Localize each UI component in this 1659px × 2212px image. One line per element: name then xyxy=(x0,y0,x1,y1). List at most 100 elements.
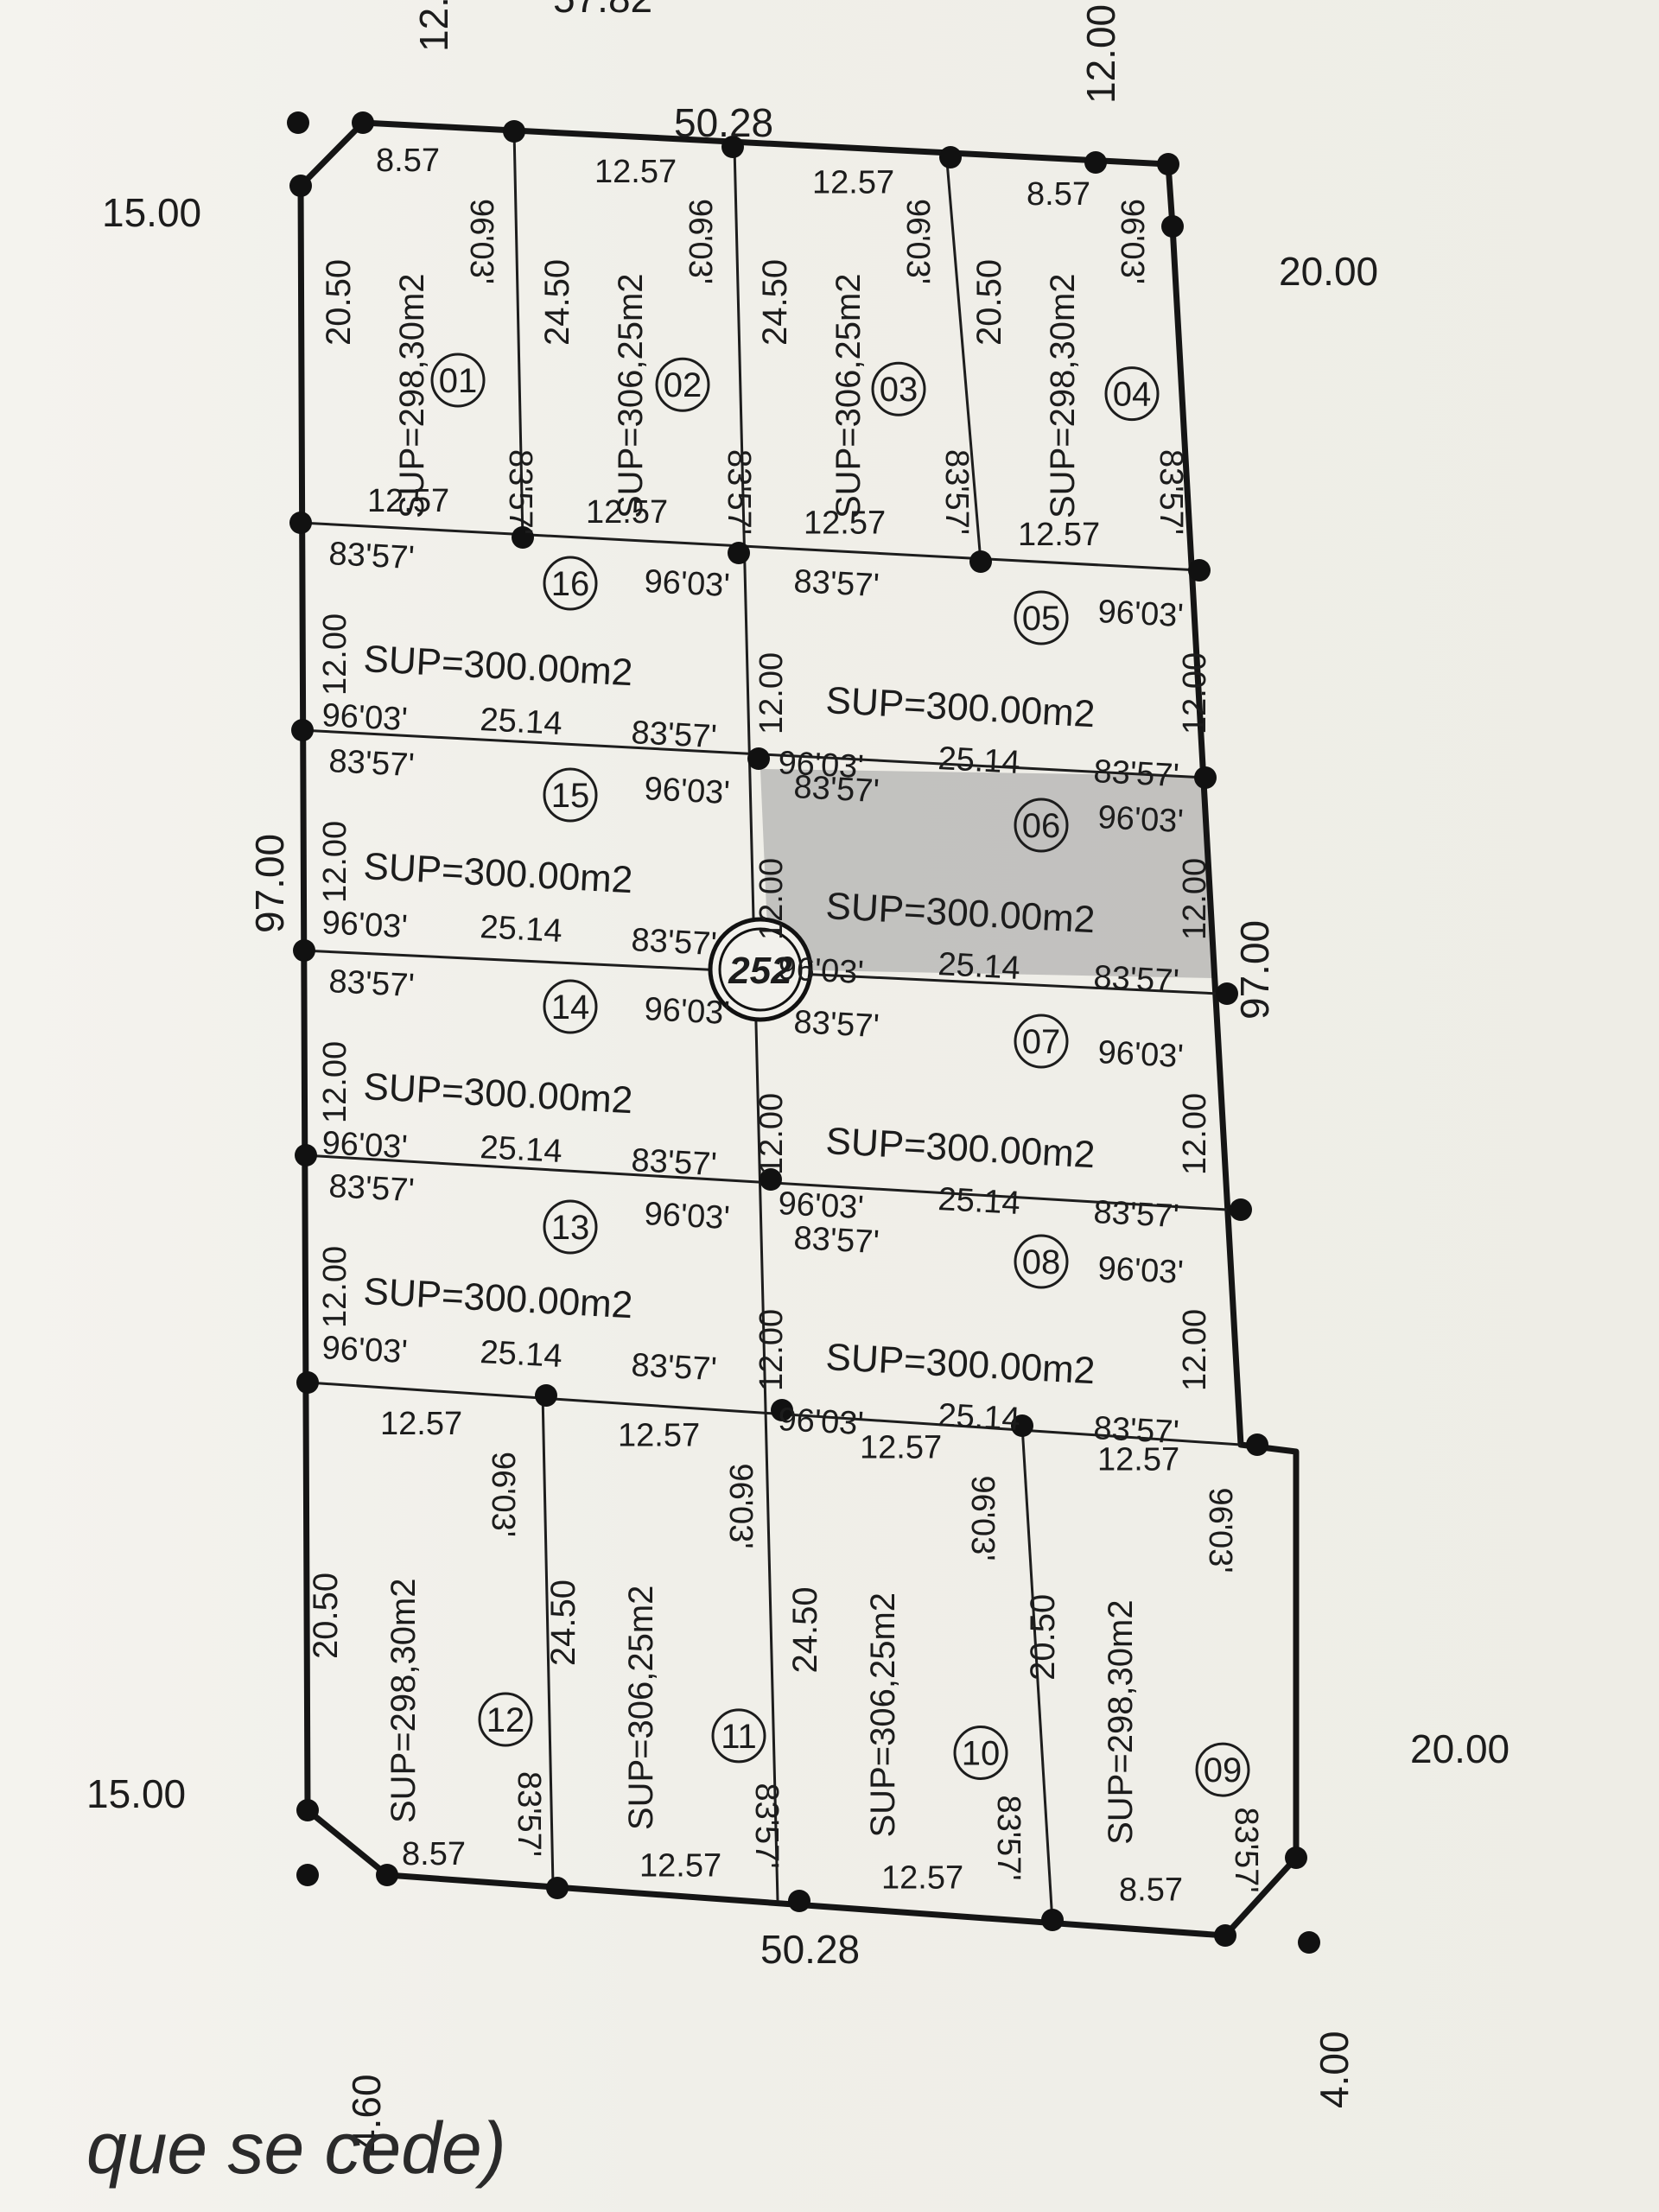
lot-depth: 24.50 xyxy=(538,259,576,346)
bottom-right-offset-label: 4.00 xyxy=(1312,2031,1357,2108)
left-side-label: 97.00 xyxy=(247,834,292,933)
lot-number-13: 13 xyxy=(543,1199,598,1255)
survey-vertex-24 xyxy=(535,1384,557,1407)
lot-angle-b2: 83'57' xyxy=(1093,753,1180,794)
lot-area: SUP=300.00m2 xyxy=(362,1270,633,1326)
survey-vertex-28 xyxy=(296,1799,319,1821)
survey-vertex-9 xyxy=(1161,215,1184,238)
lot-number-circle xyxy=(1014,1234,1069,1289)
lot-top-width: 12.57 xyxy=(1097,1442,1179,1478)
lot-angle-a: 96'03' xyxy=(1114,199,1150,284)
lot-number-05: 05 xyxy=(1014,590,1069,645)
lots-layer: SUP=298,30m220.508.5712.5796'03'83'57'01… xyxy=(307,143,1264,1909)
top-right-margin-label: 12.00 xyxy=(1078,4,1123,104)
lot-length: 25.14 xyxy=(938,1397,1021,1438)
survey-vertex-12 xyxy=(728,542,750,564)
lot-width: 12.00 xyxy=(317,1246,353,1328)
lot-area: SUP=298,30m2 xyxy=(393,273,431,518)
lot-number-text: 01 xyxy=(439,362,478,400)
block-marker: 252 xyxy=(708,917,813,1022)
lot-number-03: 03 xyxy=(871,361,926,416)
lot-angle-a: 96'03' xyxy=(778,745,865,785)
lot-angle-a: 96'03' xyxy=(485,1452,521,1537)
lot-width: 12.00 xyxy=(317,821,353,903)
lot-depth: 24.50 xyxy=(786,1586,824,1673)
lot-area: SUP=298,30m2 xyxy=(1044,273,1082,518)
lot-length: 25.14 xyxy=(938,946,1021,987)
lot-15-labels: SUP=300.00m212.0025.1496'03'83'57'83'57'… xyxy=(317,743,731,963)
lot-length: 25.14 xyxy=(480,1334,563,1375)
lot-number-circle xyxy=(430,353,486,408)
lot-number-text: 07 xyxy=(1022,1023,1061,1061)
lot-top-width: 12.57 xyxy=(594,154,677,190)
lot-angle-a: 96'03' xyxy=(321,1125,409,1166)
left-upper-street-label: 15.00 xyxy=(102,190,201,235)
survey-vertex-25 xyxy=(771,1399,793,1421)
survey-vertex-1 xyxy=(287,111,309,134)
lot-number-circle xyxy=(543,1199,598,1255)
lot-top-width: 8.57 xyxy=(1027,176,1090,213)
lot-angle-b: 83'57' xyxy=(990,1796,1027,1881)
top-partial-label: 57.82 xyxy=(553,0,652,21)
survey-vertex-30 xyxy=(296,1864,319,1886)
lot-width: 12.00 xyxy=(753,858,790,940)
left-lower-street-label: 15.00 xyxy=(86,1771,186,1816)
lot-16-labels: SUP=300.00m212.0025.1496'03'83'57'83'57'… xyxy=(317,536,731,755)
lot-angle-a: 96'03' xyxy=(778,1185,865,1226)
lot-number-text: 04 xyxy=(1113,376,1152,414)
bottom-front-label: 50.28 xyxy=(760,1927,860,1972)
block-number: 252 xyxy=(728,950,792,992)
lot-angle-a2: 96'03' xyxy=(1097,1250,1185,1291)
lot-length: 25.14 xyxy=(480,702,563,742)
lot-number-14: 14 xyxy=(543,979,598,1034)
survey-vertex-35 xyxy=(1285,1847,1307,1869)
lot-angle-b: 83'57' xyxy=(793,563,880,604)
survey-vertex-5 xyxy=(721,136,744,158)
lot-area: SUP=298,30m2 xyxy=(385,1578,423,1823)
survey-vertex-14 xyxy=(1188,559,1211,582)
top-front-label: 50.28 xyxy=(674,100,773,145)
bottom-lot-division-1 xyxy=(541,1392,555,1886)
lot-depth: 20.50 xyxy=(320,259,358,346)
survey-vertex-4 xyxy=(503,120,525,143)
lot-number-circle xyxy=(711,1708,766,1764)
top-lot-division-1 xyxy=(512,129,524,541)
lot-depth: 20.50 xyxy=(970,259,1008,346)
lot-number-text: 16 xyxy=(551,565,590,603)
lot-angle-b2: 83'57' xyxy=(1093,1410,1180,1451)
survey-vertex-31 xyxy=(546,1877,569,1899)
lot-14-labels: SUP=300.00m212.0025.1496'03'83'57'83'57'… xyxy=(317,963,731,1183)
lot-angle-b: 83'57' xyxy=(328,963,416,1004)
lot-angle-a2: 96'03' xyxy=(644,563,731,604)
lot-area: SUP=300.00m2 xyxy=(362,638,633,694)
survey-vertex-34 xyxy=(1214,1924,1236,1947)
lot-width: 12.00 xyxy=(753,1093,790,1175)
lot-number-15: 15 xyxy=(543,767,598,823)
lot-number-text: 12 xyxy=(486,1701,525,1739)
lot-bottom-width: 12.57 xyxy=(1018,517,1100,553)
lot-number-text: 10 xyxy=(962,1735,1001,1773)
survey-vertex-26 xyxy=(1011,1414,1033,1437)
lot-width-right: 12.00 xyxy=(1177,858,1213,940)
lot-bottom-width: 8.57 xyxy=(402,1836,466,1872)
survey-vertex-17 xyxy=(1194,766,1217,789)
lot-depth: 20.50 xyxy=(1024,1594,1062,1681)
lot-angle-a: 96'03' xyxy=(964,1476,1001,1561)
lot-length: 25.14 xyxy=(938,1181,1021,1222)
lot-number-06: 06 xyxy=(1014,798,1069,853)
lot-length: 25.14 xyxy=(480,909,563,950)
lot-number-text: 06 xyxy=(1022,807,1061,845)
lot-number-07: 07 xyxy=(1014,1014,1069,1069)
lot-angle-a: 96'03' xyxy=(463,199,499,284)
lot-area: SUP=300.00m2 xyxy=(362,1065,633,1122)
lot-angle-a: 96'03' xyxy=(682,199,718,284)
lot-number-circle xyxy=(1014,590,1069,645)
lot-angle-a2: 96'03' xyxy=(1097,1034,1185,1075)
